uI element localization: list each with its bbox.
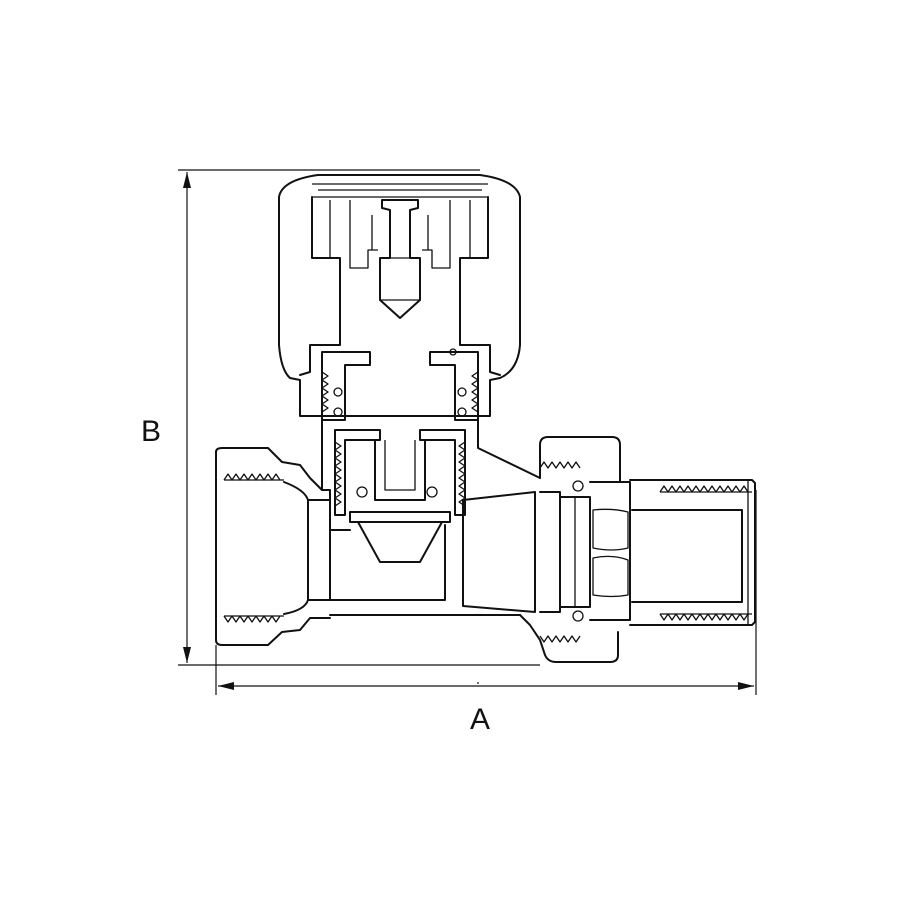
arrowhead-up-icon [183, 172, 191, 188]
dimension-b [178, 169, 540, 666]
dimension-b-label: B [141, 415, 162, 448]
dimension-a-label: A [470, 703, 491, 736]
arrowhead-right-icon [738, 682, 754, 690]
valve-cap [278, 174, 521, 417]
arrowhead-down-icon [183, 647, 191, 663]
arrowhead-left-icon [218, 682, 234, 690]
valve-bonnet [321, 348, 541, 563]
dimension-a [215, 490, 757, 695]
union-nut [539, 436, 631, 643]
valve-body [215, 447, 619, 663]
tail-piece [629, 479, 756, 626]
